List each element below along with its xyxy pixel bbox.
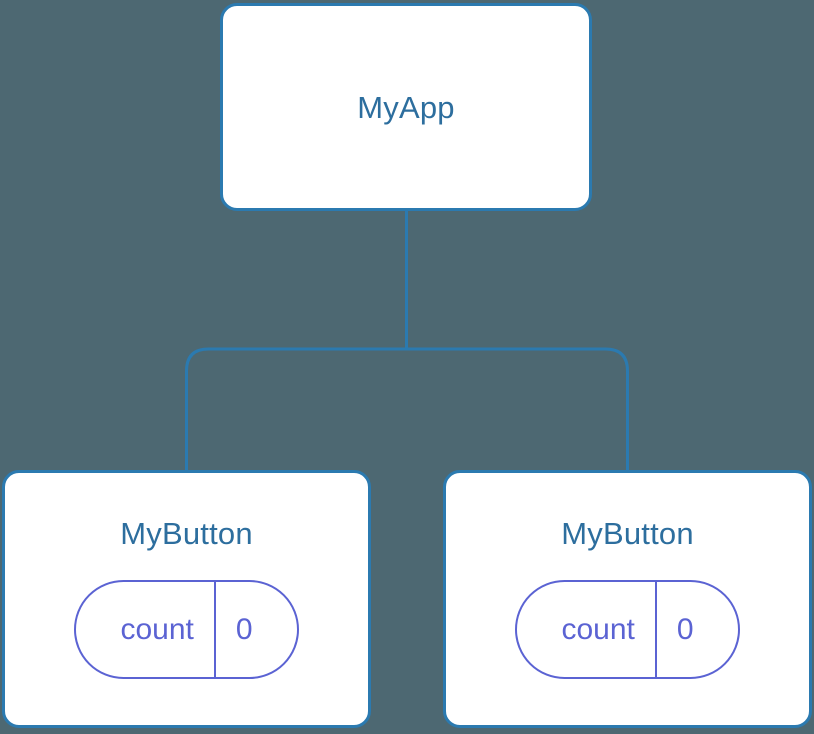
state-pill[interactable]: count 0 <box>74 580 299 679</box>
state-pill-divider <box>213 582 216 677</box>
state-pill-key: count <box>561 612 635 646</box>
node-title: MyButton <box>120 516 253 551</box>
state-pill[interactable]: count 0 <box>515 580 740 679</box>
state-pill-divider <box>654 582 657 677</box>
state-pill-value: 0 <box>235 612 253 646</box>
node-title: MyApp <box>357 89 455 125</box>
state-pill-key: count <box>120 612 194 646</box>
connector-branch-right <box>406 347 629 472</box>
tree-node-root[interactable]: MyApp <box>220 3 592 211</box>
node-title: MyButton <box>561 516 694 551</box>
tree-node-child[interactable]: MyButton count 0 <box>2 470 371 728</box>
tree-node-child[interactable]: MyButton count 0 <box>443 470 812 728</box>
connector-branch-left <box>185 347 407 472</box>
state-pill-value: 0 <box>676 612 694 646</box>
